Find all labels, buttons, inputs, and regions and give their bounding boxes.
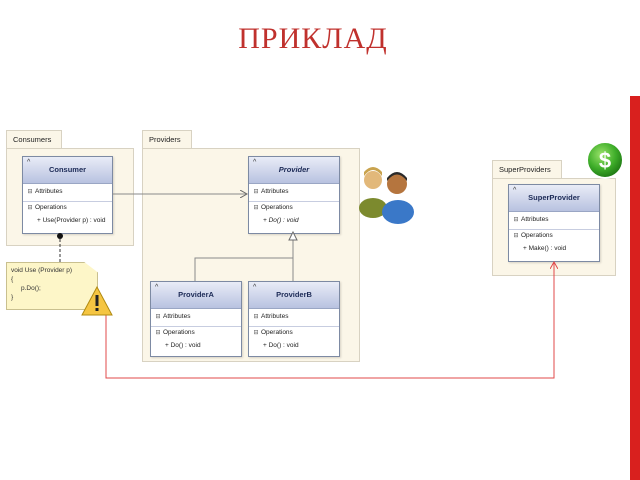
expand-icon[interactable]: ⊟ xyxy=(155,330,161,336)
operations-label: Operations xyxy=(261,329,293,336)
operation-use: + Use(Provider p) : void xyxy=(37,217,106,224)
package-label: Providers xyxy=(142,130,192,149)
expand-icon[interactable]: ⊟ xyxy=(253,330,259,336)
attributes-label: Attributes xyxy=(521,216,549,223)
expand-icon[interactable]: ⊟ xyxy=(155,314,161,320)
operations-label: Operations xyxy=(163,329,195,336)
class-name: SuperProvider xyxy=(528,193,580,202)
attributes-label: Attributes xyxy=(35,188,63,195)
expand-icon[interactable]: ⊟ xyxy=(513,233,519,239)
operations-label: Operations xyxy=(261,204,293,211)
package-label: Consumers xyxy=(6,130,63,149)
note-line: } xyxy=(11,294,14,301)
expand-icon[interactable]: ⊟ xyxy=(253,314,259,320)
expand-icon[interactable]: ⊟ xyxy=(27,189,33,195)
class-provider[interactable]: ^ Provider ⊟Attributes ⊟Operations + Do(… xyxy=(248,156,340,234)
class-provider-a[interactable]: ^ ProviderA ⊟Attributes ⊟Operations + Do… xyxy=(150,281,242,357)
code-note[interactable]: void Use (Provider p) { p.Do(); } xyxy=(6,262,98,310)
attributes-label: Attributes xyxy=(163,313,191,320)
slide-title: ПРИКЛАД xyxy=(238,22,388,55)
class-name: ProviderB xyxy=(276,290,312,299)
operation-do: + Do() : void xyxy=(165,342,201,349)
class-consumer[interactable]: ^ Consumer ⊟Attributes ⊟Operations + Use… xyxy=(22,156,113,234)
attributes-label: Attributes xyxy=(261,188,289,195)
class-provider-b[interactable]: ^ ProviderB ⊟Attributes ⊟Operations + Do… xyxy=(248,281,340,357)
operation-do: + Do() : void xyxy=(263,342,299,349)
collapse-caret[interactable]: ^ xyxy=(27,159,31,166)
operations-label: Operations xyxy=(521,232,553,239)
collapse-caret[interactable]: ^ xyxy=(253,159,257,166)
class-name: Consumer xyxy=(48,165,87,174)
expand-icon[interactable]: ⊟ xyxy=(253,189,259,195)
expand-icon[interactable]: ⊟ xyxy=(513,217,519,223)
operation-do: + Do() : void xyxy=(263,217,299,224)
accent-bar xyxy=(630,0,640,480)
class-name: ProviderA xyxy=(178,290,214,299)
note-line: { xyxy=(11,276,14,283)
note-line: void Use (Provider p) xyxy=(11,267,73,274)
users-icon xyxy=(359,167,414,224)
attributes-label: Attributes xyxy=(261,313,289,320)
class-super-provider[interactable]: ^ SuperProvider ⊟Attributes ⊟Operations … xyxy=(508,184,600,262)
class-name: Provider xyxy=(278,165,310,174)
package-label: SuperProviders xyxy=(492,160,562,179)
expand-icon[interactable]: ⊟ xyxy=(253,205,259,211)
note-line: p.Do(); xyxy=(21,285,41,292)
operations-label: Operations xyxy=(35,204,67,211)
operation-make: + Make() : void xyxy=(523,245,567,252)
expand-icon[interactable]: ⊟ xyxy=(27,205,33,211)
collapse-caret[interactable]: ^ xyxy=(513,187,517,194)
